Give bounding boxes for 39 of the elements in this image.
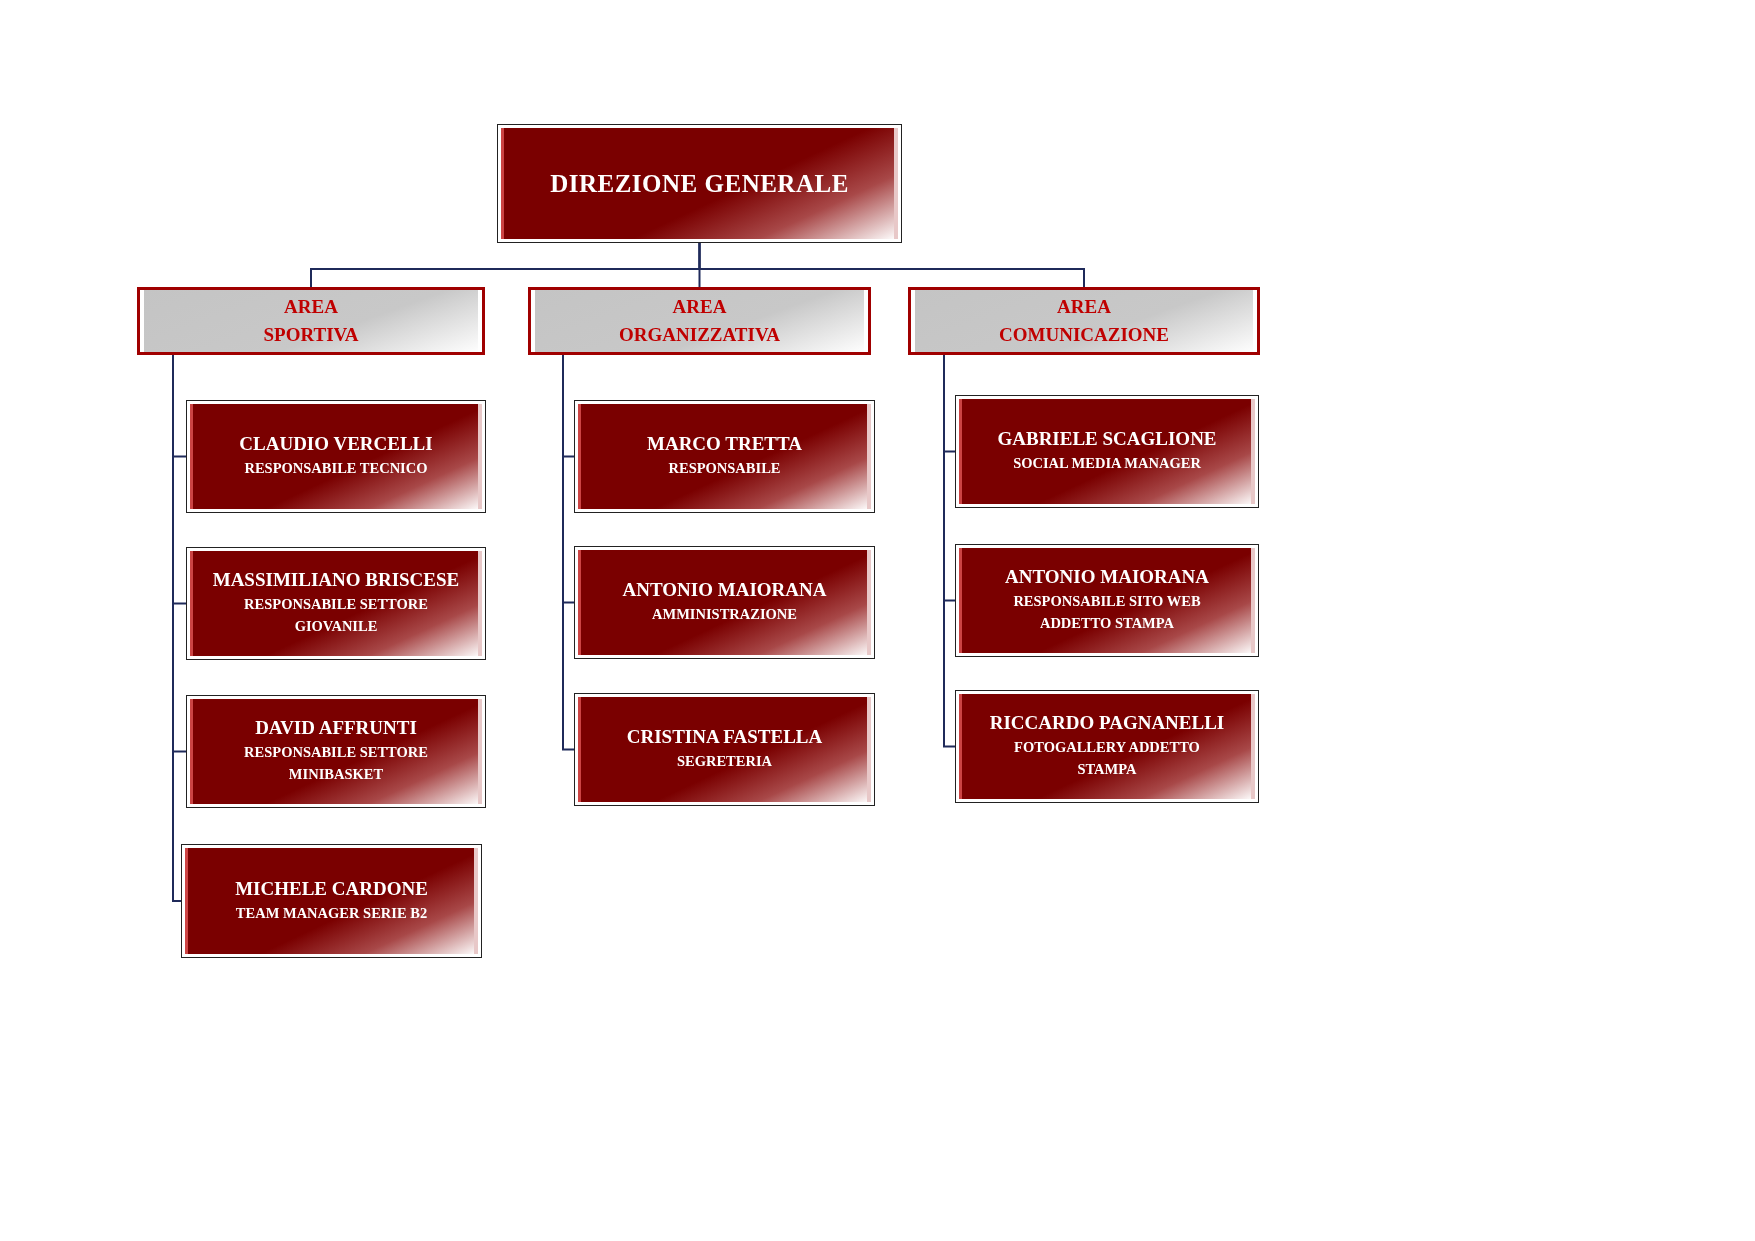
role-title: RESPONSABILE: [668, 459, 781, 479]
role-title: TEAM MANAGER SERIE B2: [235, 903, 428, 923]
person-name: CLAUDIO VERCELLI: [239, 433, 433, 456]
department-name: AREA COMUNICAZIONE: [999, 295, 1169, 347]
person-box: [956, 691, 1258, 802]
department-name: AREA SPORTIVA: [263, 295, 359, 347]
person-box: [956, 545, 1258, 656]
role-title: AMMINISTRAZIONE: [652, 605, 797, 625]
department-name: AREA ORGANIZZATIVA: [619, 295, 780, 347]
department-box: [528, 287, 871, 355]
person-box: [187, 696, 485, 807]
department-box: [137, 287, 485, 355]
person-name: ANTONIO MAIORANA: [622, 579, 827, 602]
department-box: [908, 287, 1260, 355]
header-box: [498, 125, 901, 242]
person-name: CRISTINA FASTELLA: [626, 726, 823, 749]
person-box: [187, 401, 485, 512]
role-title: SEGRETERIA: [676, 752, 773, 772]
person-box: [182, 845, 481, 957]
person-box: [956, 396, 1258, 507]
person-name: RICCARDO PAGNANELLI: [989, 712, 1225, 735]
role-title: RESPONSABILE SETTORE GIOVANILE: [243, 595, 429, 636]
role-title: RESPONSABILE SITO WEB ADDETTO STAMPA: [1012, 592, 1202, 633]
person-name: DAVID AFFRUNTI: [255, 717, 417, 740]
person-name: GABRIELE SCAGLIONE: [997, 428, 1217, 451]
role-title: RESPONSABILE TECNICO: [244, 459, 428, 479]
title-text: DIREZIONE GENERALE: [550, 169, 849, 198]
role-title: SOCIAL MEDIA MANAGER: [1013, 454, 1201, 474]
person-name: MARCO TRETTA: [647, 433, 802, 456]
role-title: RESPONSABILE SETTORE MINIBASKET: [243, 743, 429, 784]
person-name: MASSIMILIANO BRISCESE: [212, 569, 460, 592]
person-box: [575, 694, 874, 805]
person-name: MICHELE CARDONE: [235, 877, 428, 900]
role-title: FOTOGALLERY ADDETTO STAMPA: [1013, 738, 1201, 779]
connector-line: [698, 241, 1085, 288]
person-box: [187, 548, 485, 659]
person-box: [575, 401, 874, 512]
person-name: ANTONIO MAIORANA: [1005, 566, 1209, 589]
person-box: [575, 547, 874, 658]
